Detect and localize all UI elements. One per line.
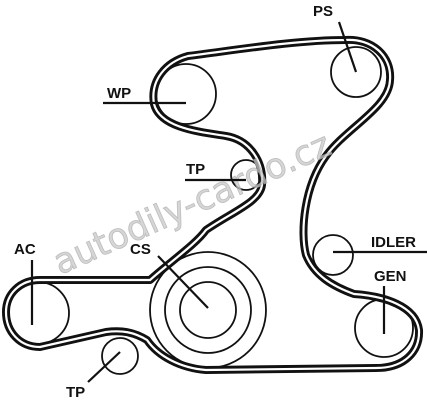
label-idler: IDLER — [371, 234, 416, 251]
label-air-conditioning: AC — [14, 241, 36, 258]
belt-groove — [4, 38, 421, 372]
pulley-crankshaft — [179, 281, 237, 339]
serpentine-belt — [2, 35, 423, 374]
label-tensioner-lower: TP — [66, 384, 85, 400]
label-power-steering: PS — [313, 3, 333, 20]
pulley-tensioner-lower — [101, 337, 139, 375]
leader-tp-lower — [87, 351, 121, 383]
component-labels: PS WP TP IDLER AC CS GEN TP — [14, 3, 416, 400]
pulley-idler — [312, 234, 354, 276]
leader-cs — [157, 255, 209, 309]
leader-lines — [30, 21, 427, 383]
label-crankshaft: CS — [130, 241, 151, 258]
label-tensioner-upper: TP — [186, 161, 205, 178]
label-generator: GEN — [374, 268, 407, 285]
label-water-pump: WP — [107, 85, 131, 102]
leader-ps — [337, 21, 358, 73]
